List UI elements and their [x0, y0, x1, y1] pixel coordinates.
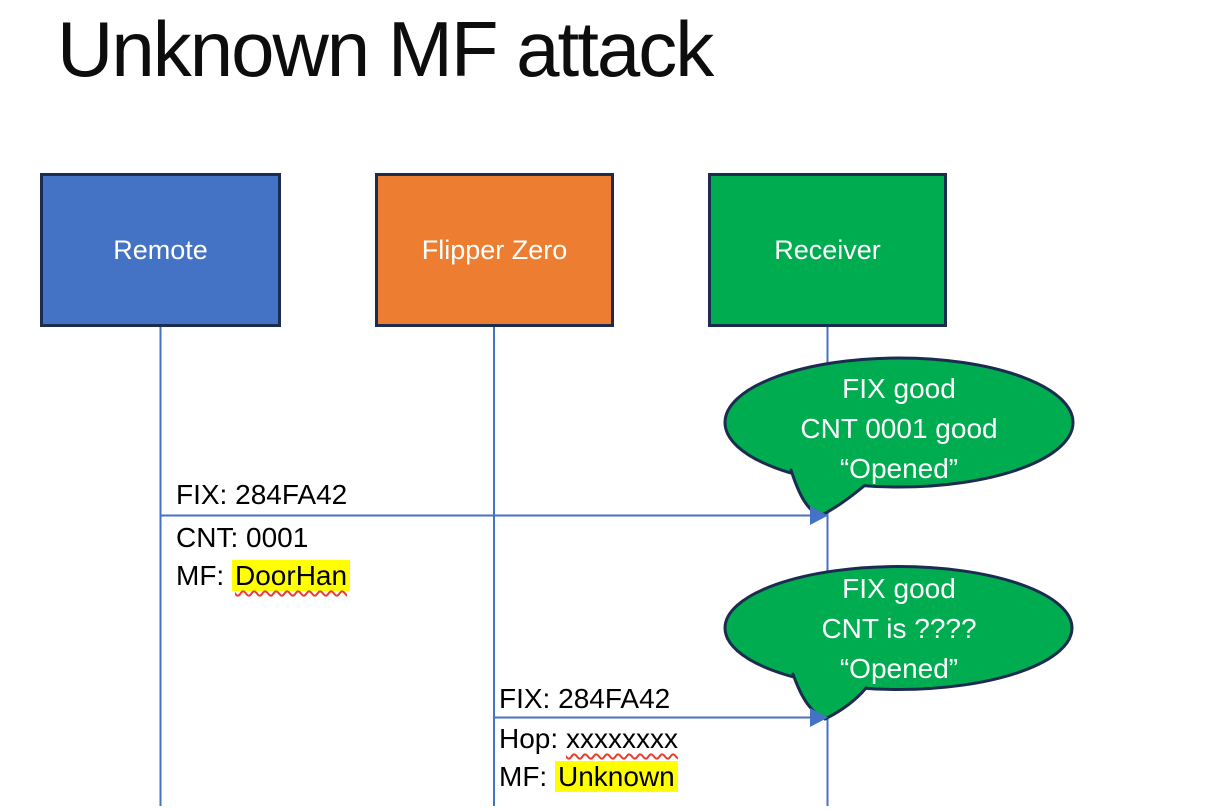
- message-1-fix: FIX: 284FA42: [176, 479, 348, 510]
- actor-box-receiver: Receiver: [708, 173, 947, 327]
- message-1-labels-below: CNT: 0001 MF: DoorHan: [176, 519, 351, 595]
- bubble-2-line-3: “Opened”: [839, 653, 959, 684]
- bubble-1-line-1: FIX good: [842, 373, 956, 404]
- actor-label-flipper-zero: Flipper Zero: [421, 234, 568, 265]
- speech-bubble-1: [723, 356, 1075, 489]
- actor-box-flipper-zero: Flipper Zero: [375, 173, 614, 327]
- message-2-hop: Hop: xxxxxxxx: [499, 720, 678, 758]
- bubble-1-line-3: “Opened”: [839, 453, 959, 484]
- arrowhead-message-2: [810, 708, 828, 727]
- message-1-mf-value-highlighted: DoorHan: [232, 560, 351, 591]
- speech-bubble-2-text: FIX good CNT is ???? “Opened”: [725, 569, 1073, 689]
- message-2-mf: MF: Unknown: [499, 758, 678, 796]
- message-1-cnt: CNT: 0001: [176, 522, 309, 553]
- speech-bubble-2-tail-fill: [793, 660, 872, 719]
- arrowhead-message-1: [810, 506, 828, 525]
- speech-bubble-1-text: FIX good CNT 0001 good “Opened”: [725, 369, 1073, 489]
- message-1-mf: MF: DoorHan: [176, 557, 351, 595]
- actor-label-remote: Remote: [113, 234, 208, 265]
- bubble-1-line-2: CNT 0001 good: [800, 413, 998, 444]
- speech-bubble-2: [723, 565, 1074, 691]
- message-2-mf-value-highlighted: Unknown: [555, 761, 678, 792]
- message-2-fix: FIX: 284FA42: [499, 683, 671, 714]
- message-1-label-above: FIX: 284FA42: [176, 476, 347, 514]
- actor-label-receiver: Receiver: [774, 234, 881, 265]
- speech-bubble-1-tail-fill: [791, 456, 870, 516]
- message-2-label-above: FIX: 284FA42: [499, 680, 670, 718]
- bubble-2-line-2: CNT is ????: [821, 613, 977, 644]
- page-title: Unknown MF attack: [57, 5, 714, 93]
- message-2-hop-prefix: Hop:: [499, 723, 566, 754]
- message-2-mf-prefix: MF:: [499, 761, 555, 792]
- bubble-2-line-1: FIX good: [842, 573, 956, 604]
- message-2-labels-below: Hop: xxxxxxxx MF: Unknown: [499, 720, 678, 796]
- message-1-mf-prefix: MF:: [176, 560, 232, 591]
- message-2-hop-value-squiggle: xxxxxxxx: [565, 723, 678, 754]
- actor-box-remote: Remote: [40, 173, 281, 327]
